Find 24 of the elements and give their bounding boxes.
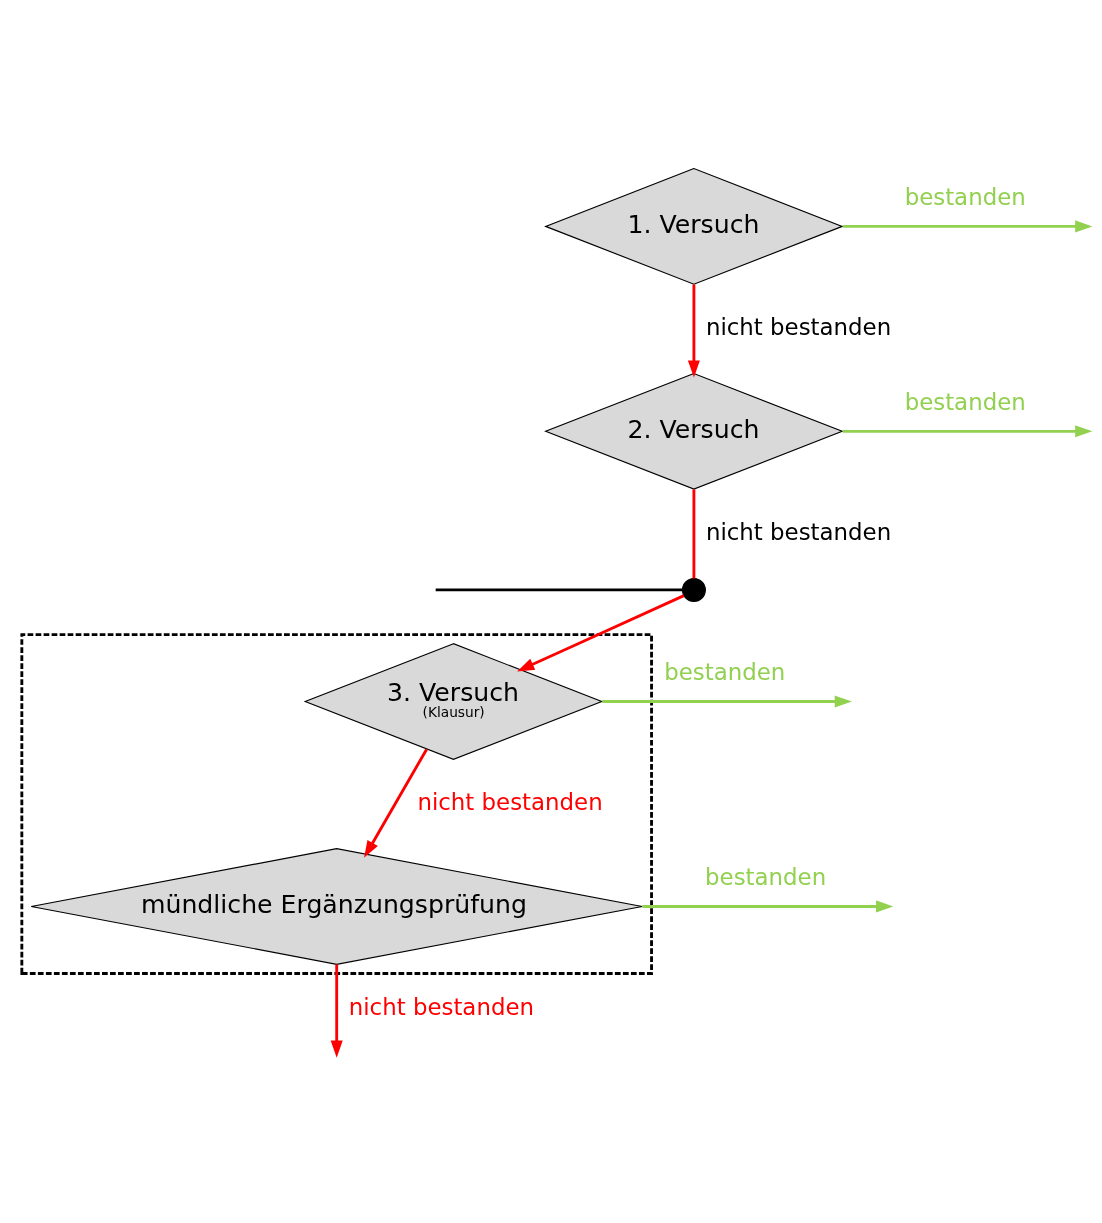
arrow — [842, 425, 1093, 438]
edge-label: bestanden — [904, 388, 1026, 415]
connector — [435, 588, 683, 592]
edge-label: bestanden — [904, 183, 1026, 210]
node-diamond: 2. Versuch — [544, 372, 844, 490]
arrow — [330, 964, 343, 1058]
node-diamond: mündliche Ergänzungsprüfung — [30, 848, 643, 965]
arrow — [517, 594, 685, 672]
edge-label: nicht bestanden — [417, 788, 603, 815]
node-diamond: 1. Versuch — [544, 167, 844, 285]
arrow — [602, 695, 852, 708]
edge-label: bestanden — [705, 863, 827, 890]
arrow — [364, 748, 428, 858]
connector — [692, 489, 696, 579]
edge-label: nicht bestanden — [348, 993, 534, 1020]
edge-label: bestanden — [664, 658, 786, 685]
arrow — [687, 284, 700, 378]
cluster — [20, 633, 653, 975]
node-diamond: 3. Versuch (Klausur) — [303, 643, 604, 760]
edge-label: nicht bestanden — [705, 313, 892, 340]
arrow — [642, 900, 894, 913]
edge-label: nicht bestanden — [705, 518, 892, 545]
node-circle — [681, 577, 706, 602]
arrow — [842, 220, 1093, 233]
